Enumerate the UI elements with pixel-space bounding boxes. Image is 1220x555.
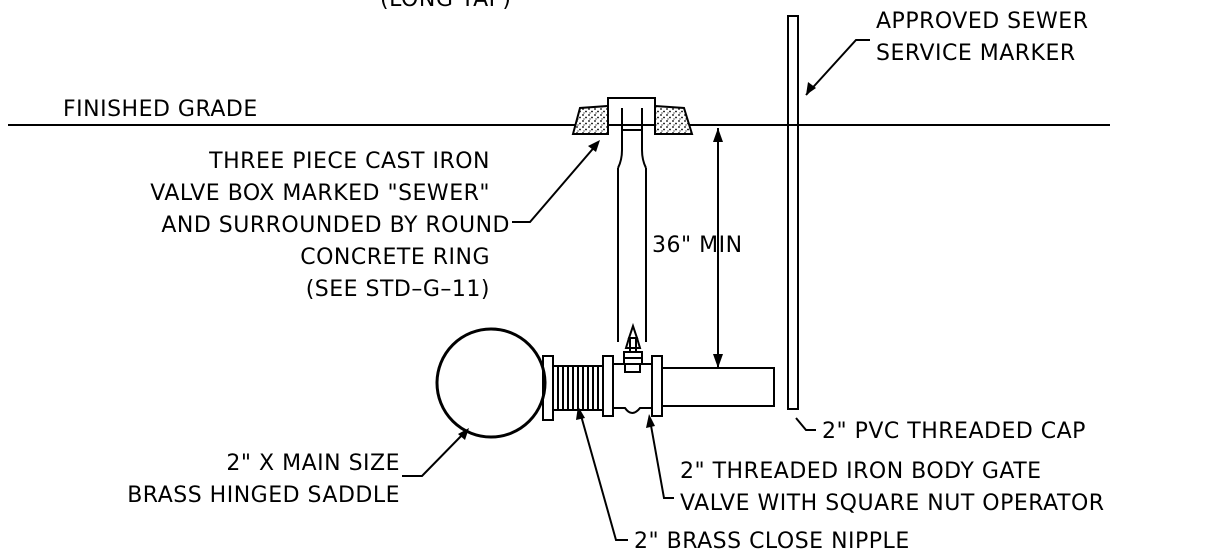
nipple-label: 2" BRASS CLOSE NIPPLE (634, 529, 910, 554)
sewer-marker-label-line1: APPROVED SEWER (876, 9, 1089, 34)
valve-box-label-line5: (SEE STD–G–11) (306, 277, 490, 302)
valve-box-label-line4: CONCRETE RING (300, 245, 490, 270)
valve-box-label-line2: VALVE BOX MARKED "SEWER" (150, 181, 490, 206)
top-partial-label: (LONG TAP) (380, 0, 512, 12)
valve-box-label-line3: AND SURROUNDED BY ROUND (161, 213, 510, 238)
gate-valve-body (612, 363, 653, 414)
valve-box-label-line1: THREE PIECE CAST IRON (208, 149, 490, 174)
saddle-leader (402, 430, 467, 477)
concrete-ring-right (654, 104, 694, 135)
cap-leader (795, 417, 816, 431)
gate-valve-arrowhead (646, 414, 655, 428)
sewer-marker-post (787, 15, 799, 410)
saddle-label-line2: BRASS HINGED SADDLE (127, 483, 400, 508)
valve-box-arrowhead (588, 140, 600, 152)
gate-valve-flange-left (602, 355, 614, 417)
valve-box-cap-left (617, 108, 623, 169)
sewer-marker-leader (805, 39, 870, 96)
valve-box-leader (512, 143, 598, 223)
service-pipe (661, 367, 775, 407)
main-pipe-circle (435, 327, 547, 439)
gate-valve-leader (649, 419, 674, 499)
gate-valve-label-line2: VALVE WITH SQUARE NUT OPERATOR (680, 491, 1105, 516)
depth-arrow-top (713, 128, 723, 142)
sewer-marker-arrowhead (806, 82, 816, 95)
operator-top (627, 322, 639, 339)
saddle-label-line1: 2" X MAIN SIZE (226, 451, 400, 476)
gate-valve-label-line1: 2" THREADED IRON BODY GATE (680, 459, 1042, 484)
nipple-threads (557, 366, 599, 410)
square-nut-operator (624, 337, 642, 349)
valve-box-cap-right (641, 108, 647, 169)
nipple-arrowhead (576, 406, 585, 420)
depth-arrow-bottom (713, 354, 723, 368)
finished-grade-label: FINISHED GRADE (63, 97, 258, 122)
valve-box-top (607, 97, 656, 106)
nipple-leader (579, 411, 628, 541)
concrete-ring-left (571, 104, 609, 135)
saddle-arrowhead (458, 428, 469, 440)
sewer-marker-label-line2: SERVICE MARKER (876, 41, 1076, 66)
cap-label: 2" PVC THREADED CAP (822, 419, 1086, 444)
gate-valve-flange-right (651, 355, 663, 417)
depth-label: 36" MIN (652, 233, 743, 258)
